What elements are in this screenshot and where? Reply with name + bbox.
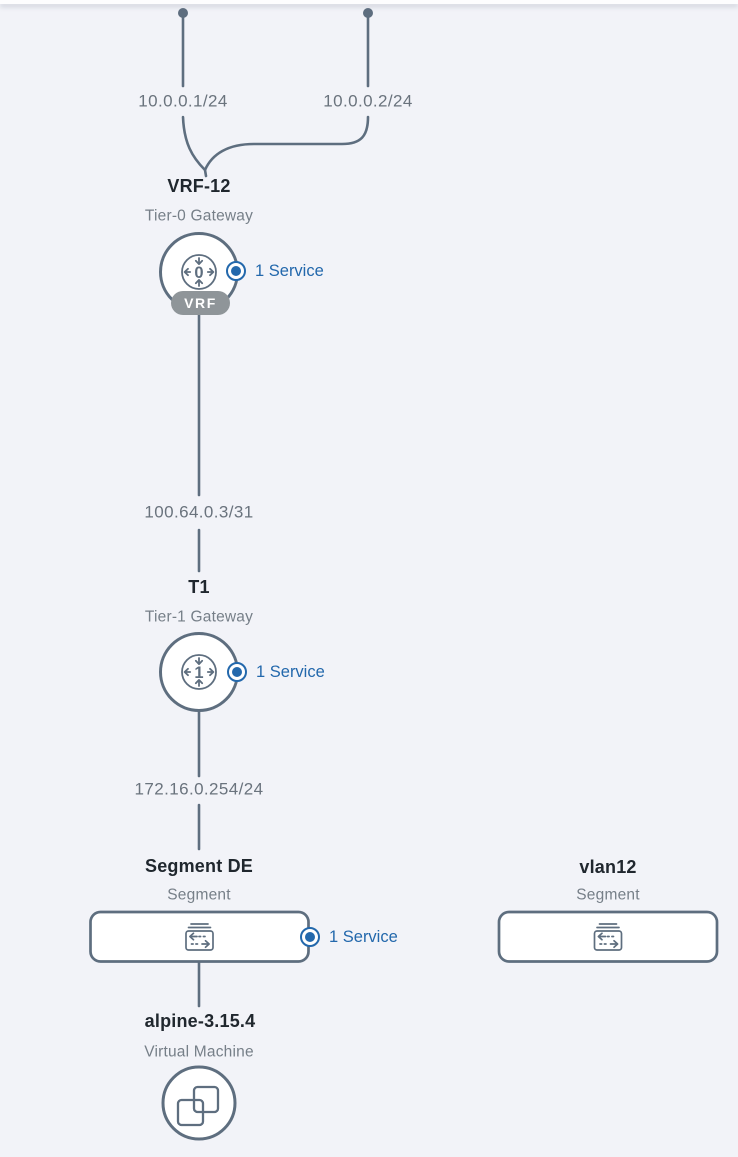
service-dot-core <box>231 266 241 276</box>
service-dot-icon <box>300 927 320 947</box>
t1-segment-link-ip-label: 172.16.0.254/24 <box>134 779 264 799</box>
uplink-edges <box>181 15 370 178</box>
vm-node[interactable] <box>161 1065 237 1141</box>
t0-node-subtitle: Tier-0 Gateway <box>144 207 254 225</box>
scroll-edge-shadow <box>0 0 738 4</box>
tier1-icon-digit: 1 <box>194 664 203 682</box>
vlan12-title: vlan12 <box>579 857 637 878</box>
tier0-icon-digit: 0 <box>194 264 203 282</box>
t1-service-badge[interactable]: 1 Service <box>227 662 325 682</box>
uplink-2-endpoint-dot <box>363 8 373 18</box>
vm-title: alpine-3.15.4 <box>144 1011 256 1032</box>
virtual-machine-icon <box>176 1085 220 1127</box>
vm-subtitle: Virtual Machine <box>144 1043 254 1061</box>
segment-de-subtitle: Segment <box>167 886 231 904</box>
t1-node-subtitle: Tier-1 Gateway <box>144 608 254 626</box>
t0-service-label: 1 Service <box>255 261 324 280</box>
vlan12-subtitle: Segment <box>576 886 640 904</box>
t1-node-title: T1 <box>188 577 210 598</box>
t0-node-title: VRF-12 <box>167 176 231 197</box>
service-dot-core <box>232 667 242 677</box>
uplink-2-ip-label: 10.0.0.2/24 <box>323 91 413 111</box>
t0-service-badge[interactable]: 1 Service <box>226 261 324 281</box>
segment-de-service-badge[interactable]: 1 Service <box>300 927 398 947</box>
t1-service-label: 1 Service <box>256 662 325 681</box>
service-dot-core <box>305 932 315 942</box>
uplink-1-endpoint-dot <box>178 8 188 18</box>
segment-de-service-label: 1 Service <box>329 927 398 946</box>
t0-t1-link-ip-label: 100.64.0.3/31 <box>144 502 254 522</box>
service-dot-icon <box>226 261 246 281</box>
service-dot-icon <box>227 662 247 682</box>
uplink-1-ip-label: 10.0.0.1/24 <box>138 91 228 111</box>
vrf-badge: VRF <box>171 291 230 315</box>
segment-de-title: Segment DE <box>144 856 254 877</box>
